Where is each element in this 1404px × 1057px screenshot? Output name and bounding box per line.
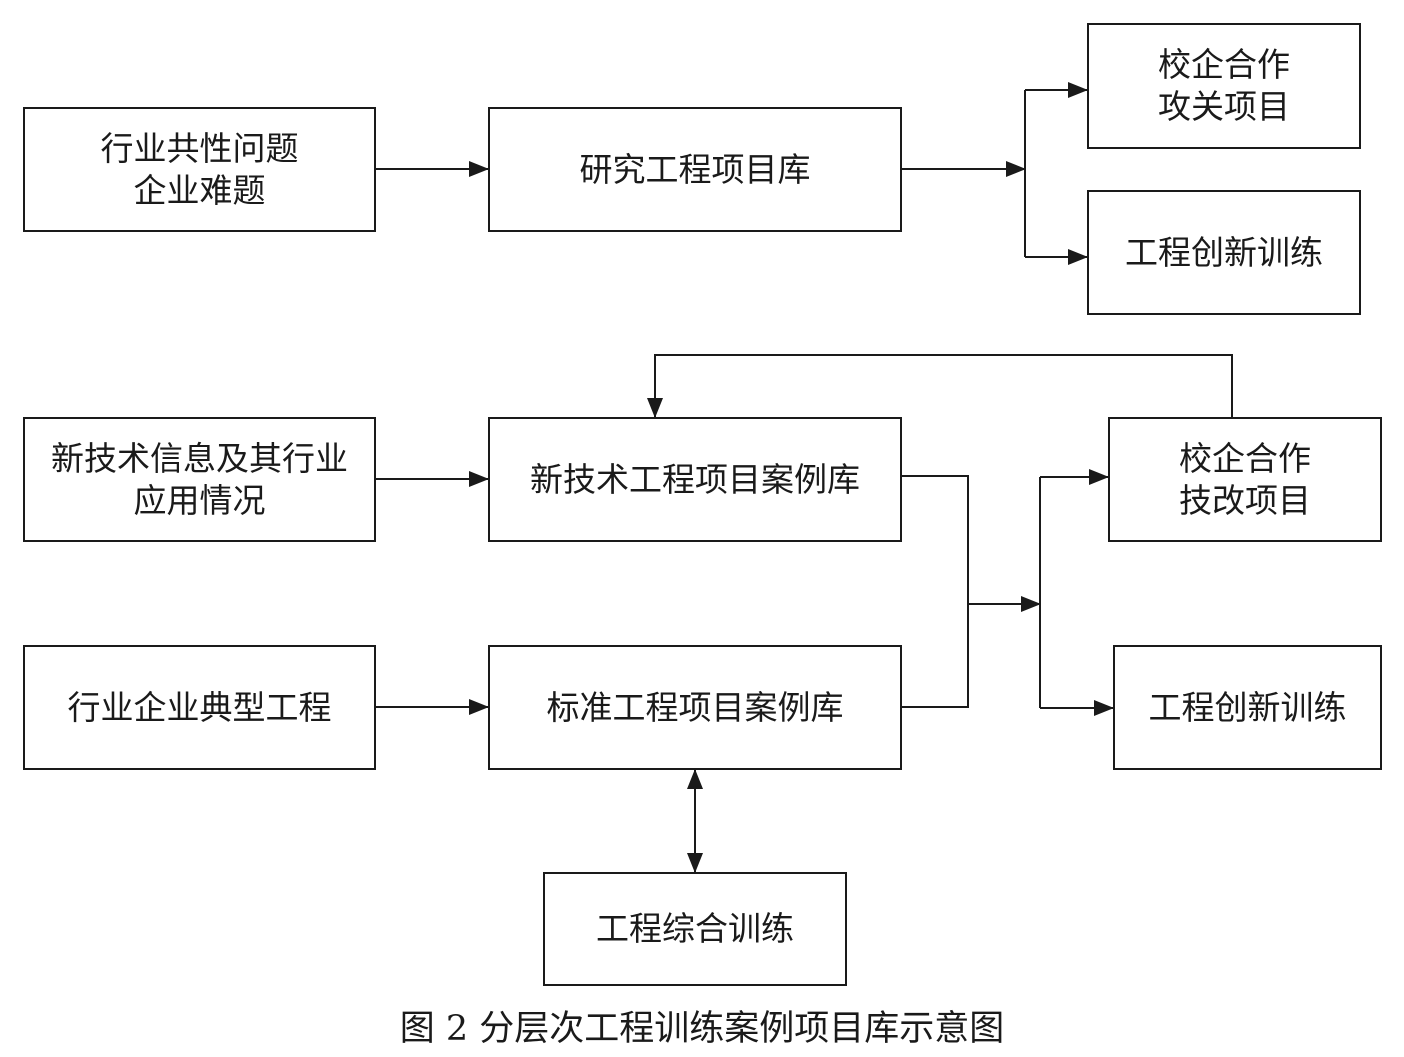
node-typical-projects-label: 行业企业典型工程 xyxy=(67,687,332,727)
node-innovation-bottom-label: 工程创新训练 xyxy=(1148,687,1347,727)
node-coop-tackling-line-2: 攻关项目 xyxy=(1158,87,1290,126)
merge-line-newtech xyxy=(902,475,969,708)
node-coop-tackling-line-1: 校企合作 xyxy=(1158,45,1290,84)
node-comprehensive-training-label: 工程综合训练 xyxy=(596,909,794,948)
node-coop-tackling: 校企合作 攻关项目 xyxy=(1087,23,1361,149)
node-new-tech-library-label: 新技术工程项目案例库 xyxy=(530,459,860,499)
node-innovation-bottom: 工程创新训练 xyxy=(1113,645,1382,770)
node-standard-library: 标准工程项目案例库 xyxy=(488,645,902,770)
node-research-library: 研究工程项目库 xyxy=(488,107,902,232)
figure-caption: 图 2 分层次工程训练案例项目库示意图 xyxy=(399,1009,1005,1049)
node-innovation-top: 工程创新训练 xyxy=(1087,190,1361,315)
node-coop-tech-reform: 校企合作 技改项目 xyxy=(1108,417,1382,542)
node-industry-problems-line-2: 企业难题 xyxy=(133,170,266,210)
node-new-tech-info: 新技术信息及其行业 应用情况 xyxy=(23,417,376,542)
node-new-tech-info-line-1: 新技术信息及其行业 xyxy=(51,438,348,478)
node-typical-projects: 行业企业典型工程 xyxy=(23,645,376,770)
arrow-coop-reform-feedback xyxy=(647,354,1233,418)
node-new-tech-library: 新技术工程项目案例库 xyxy=(488,417,902,542)
node-innovation-top-label: 工程创新训练 xyxy=(1125,232,1323,272)
node-new-tech-info-line-2: 应用情况 xyxy=(133,480,266,520)
node-industry-problems: 行业共性问题 企业难题 xyxy=(23,107,376,232)
node-standard-library-label: 标准工程项目案例库 xyxy=(546,687,844,727)
node-coop-tech-reform-line-2: 技改项目 xyxy=(1179,480,1311,520)
node-industry-problems-line-1: 行业共性问题 xyxy=(100,128,299,168)
node-comprehensive-training: 工程综合训练 xyxy=(543,872,847,986)
node-coop-tech-reform-line-1: 校企合作 xyxy=(1179,438,1311,478)
node-research-library-label: 研究工程项目库 xyxy=(579,149,811,189)
